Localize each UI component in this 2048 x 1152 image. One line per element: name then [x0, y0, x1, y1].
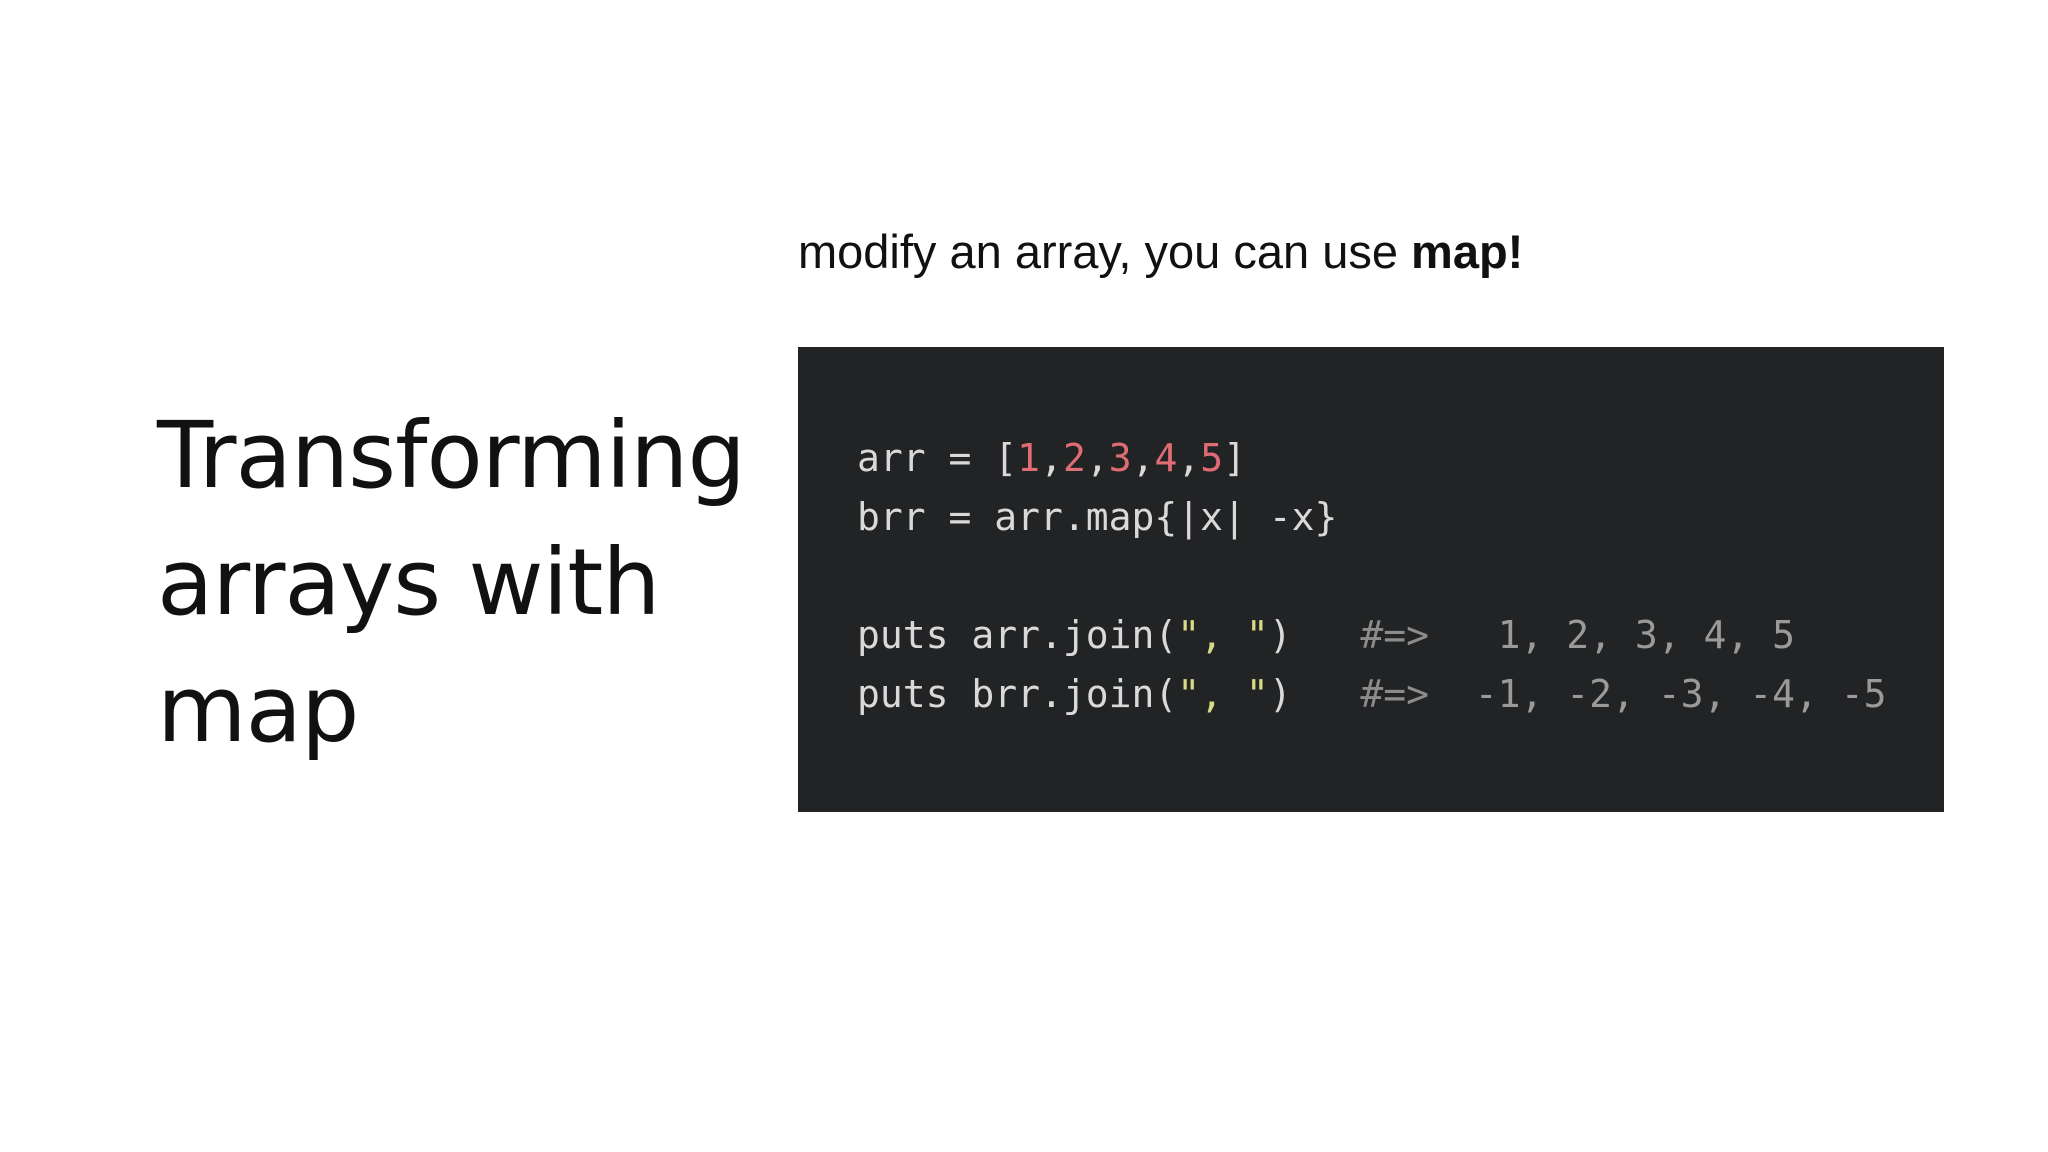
number-literal: 2: [1062, 436, 1086, 480]
number-literal: 5: [1200, 436, 1224, 480]
code-token: arr = [: [857, 436, 1018, 480]
code-line-1: arr = [1,2,3,4,5]: [857, 429, 1887, 488]
code-token: ,: [1177, 436, 1201, 480]
code-line-4: puts brr.join(", ") #=> -1, -2, -3, -4, …: [857, 665, 1887, 724]
intro-text-plain: modify an array, you can use: [798, 225, 1412, 278]
code-token: puts brr.join(: [857, 672, 1178, 716]
code-line-blank: [857, 547, 1887, 606]
number-literal: 3: [1108, 436, 1132, 480]
code-spacer: [1292, 672, 1361, 716]
code-token: ): [1268, 672, 1292, 716]
string-literal: ", ": [1177, 613, 1269, 657]
code-line-2: brr = arr.map{|x| -x}: [857, 488, 1887, 547]
code-block: arr = [1,2,3,4,5]brr = arr.map{|x| -x} p…: [798, 347, 1944, 812]
intro-text: modify an array, you can use map!: [798, 222, 1523, 282]
code-token: puts arr.join(: [857, 613, 1178, 657]
code-result: -1, -2, -3, -4, -5: [1428, 672, 1887, 716]
code-token: ,: [1131, 436, 1155, 480]
intro-text-emphasis: map!: [1411, 225, 1524, 278]
slide-title: Transforming arrays with map: [157, 402, 746, 763]
code-token: ,: [1085, 436, 1109, 480]
code-content: arr = [1,2,3,4,5]brr = arr.map{|x| -x} p…: [857, 429, 1887, 724]
number-literal: 4: [1154, 436, 1178, 480]
code-line-3: puts arr.join(", ") #=> 1, 2, 3, 4, 5: [857, 606, 1887, 665]
code-token: ,: [1040, 436, 1063, 480]
code-token: brr = arr.map{|x| -x}: [857, 495, 1338, 539]
code-token: ): [1268, 613, 1292, 657]
code-token: ]: [1223, 436, 1247, 480]
code-comment: #=>: [1360, 672, 1429, 716]
string-literal: ", ": [1177, 672, 1269, 716]
number-literal: 1: [1017, 436, 1041, 480]
code-spacer: [1292, 613, 1361, 657]
code-comment: #=>: [1360, 613, 1429, 657]
code-result: 1, 2, 3, 4, 5: [1428, 613, 1796, 657]
